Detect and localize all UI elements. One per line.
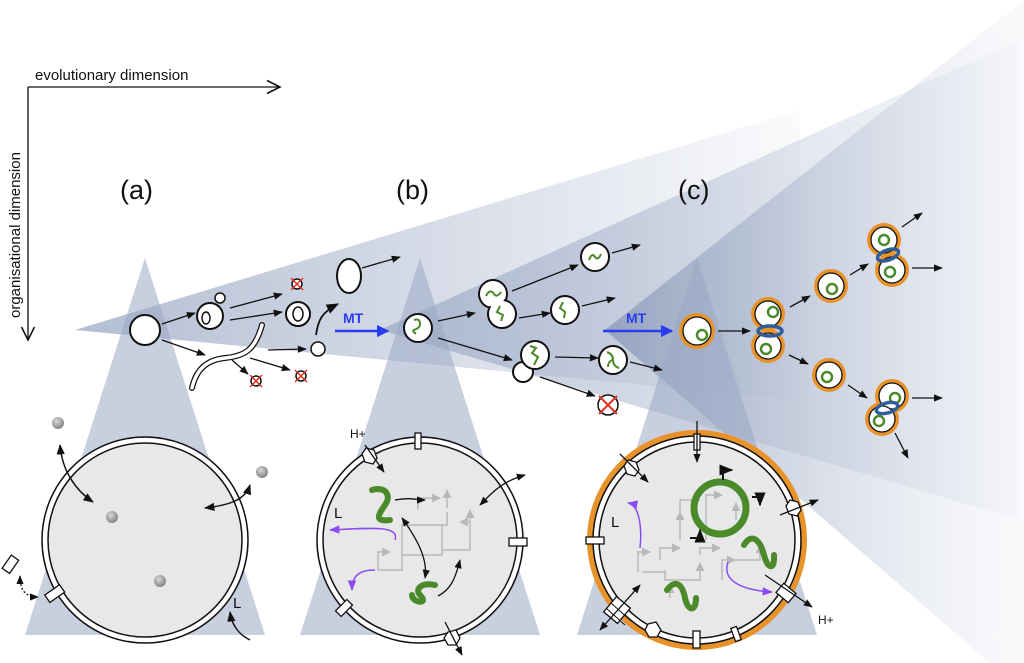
budding-protocell <box>196 292 226 330</box>
membrane-transporter <box>443 621 463 656</box>
membrane-channel <box>585 536 605 545</box>
regulation-arrow <box>626 500 642 549</box>
genome-fragment <box>409 581 438 605</box>
major-transition-arrow-2: MT <box>603 310 674 338</box>
genome-fragment <box>741 535 778 570</box>
extinct-cell <box>597 394 619 416</box>
walled-cell <box>812 358 846 392</box>
lineage-b <box>403 242 663 416</box>
membrane-protein <box>43 583 66 604</box>
mt-label-2: MT <box>626 310 647 326</box>
lipid-label-c: L <box>611 514 619 531</box>
lineage-c <box>679 212 943 459</box>
promoter-arrow <box>690 528 706 543</box>
dividing-walled-cell <box>867 223 909 287</box>
extinct-protocell <box>290 277 304 291</box>
extinct-protocell <box>249 374 263 388</box>
lineage-a <box>129 255 401 391</box>
proton-label-c: H+ <box>818 613 834 627</box>
molecule <box>52 417 64 429</box>
lipid-label-a: L <box>233 595 241 612</box>
organisational-axis-label: organisational dimension <box>7 152 24 318</box>
released-component <box>1 554 20 575</box>
evolution-cone-c <box>605 0 1024 663</box>
secretion-system <box>599 584 641 631</box>
membrane-channel <box>508 537 528 547</box>
dividing-walled-cell <box>751 297 785 363</box>
promoter-arrow <box>719 464 734 480</box>
proton-pump <box>619 453 649 483</box>
lipid-label-b: L <box>334 505 342 522</box>
dividing-cell <box>478 279 517 329</box>
dividing-cell <box>512 340 550 383</box>
axes: evolutionary dimension organisational di… <box>7 67 280 340</box>
major-transition-arrow-1: MT <box>335 310 390 338</box>
evolutionary-axis-label: evolutionary dimension <box>35 67 188 84</box>
cell-b-interior <box>322 442 518 638</box>
panel-label-b: (b) <box>396 175 429 205</box>
regulation-arrow <box>726 561 774 596</box>
exchange-arrow <box>56 443 94 503</box>
protocell-detail-a: L <box>1 417 268 644</box>
regulation-arrow <box>347 569 376 592</box>
cell-detail-b: L H+ <box>316 427 528 656</box>
genome-fragment <box>369 486 393 524</box>
small-protocell <box>310 341 326 357</box>
panel-label-a: (a) <box>120 175 153 205</box>
membrane-channel <box>414 432 422 450</box>
membrane-transporter <box>779 499 819 517</box>
exchange-arrow <box>203 484 251 512</box>
membrane-channel <box>729 625 743 643</box>
molecule <box>256 466 268 478</box>
protocell-root <box>129 314 161 346</box>
extinct-protocell <box>294 369 308 383</box>
dividing-walled-cell <box>865 379 909 436</box>
cell-b <box>550 295 580 325</box>
molecule <box>106 511 118 523</box>
walled-cell-root <box>679 313 715 349</box>
membrane-channel <box>692 630 701 649</box>
membrane-transporter <box>644 621 662 638</box>
lipid-insertion-arrow <box>227 610 251 641</box>
proton-pump <box>361 444 385 473</box>
vesicle-in-vesicle <box>285 301 311 327</box>
panel-label-c: (c) <box>678 175 709 205</box>
proton-label-b: H+ <box>350 427 366 441</box>
membrane-channel <box>334 598 354 618</box>
mt-label-1: MT <box>343 310 364 326</box>
genome-fragment <box>664 580 699 612</box>
promoter-arrow <box>752 492 766 507</box>
regulation-arrow <box>328 525 397 541</box>
chromosome <box>690 478 750 538</box>
atp-synthase <box>764 574 813 608</box>
large-vesicle <box>336 258 362 294</box>
molecule <box>154 575 166 587</box>
cell-detail-c: L H+ <box>585 421 834 650</box>
protocell-a-interior <box>47 442 243 638</box>
walled-cell <box>814 269 848 303</box>
